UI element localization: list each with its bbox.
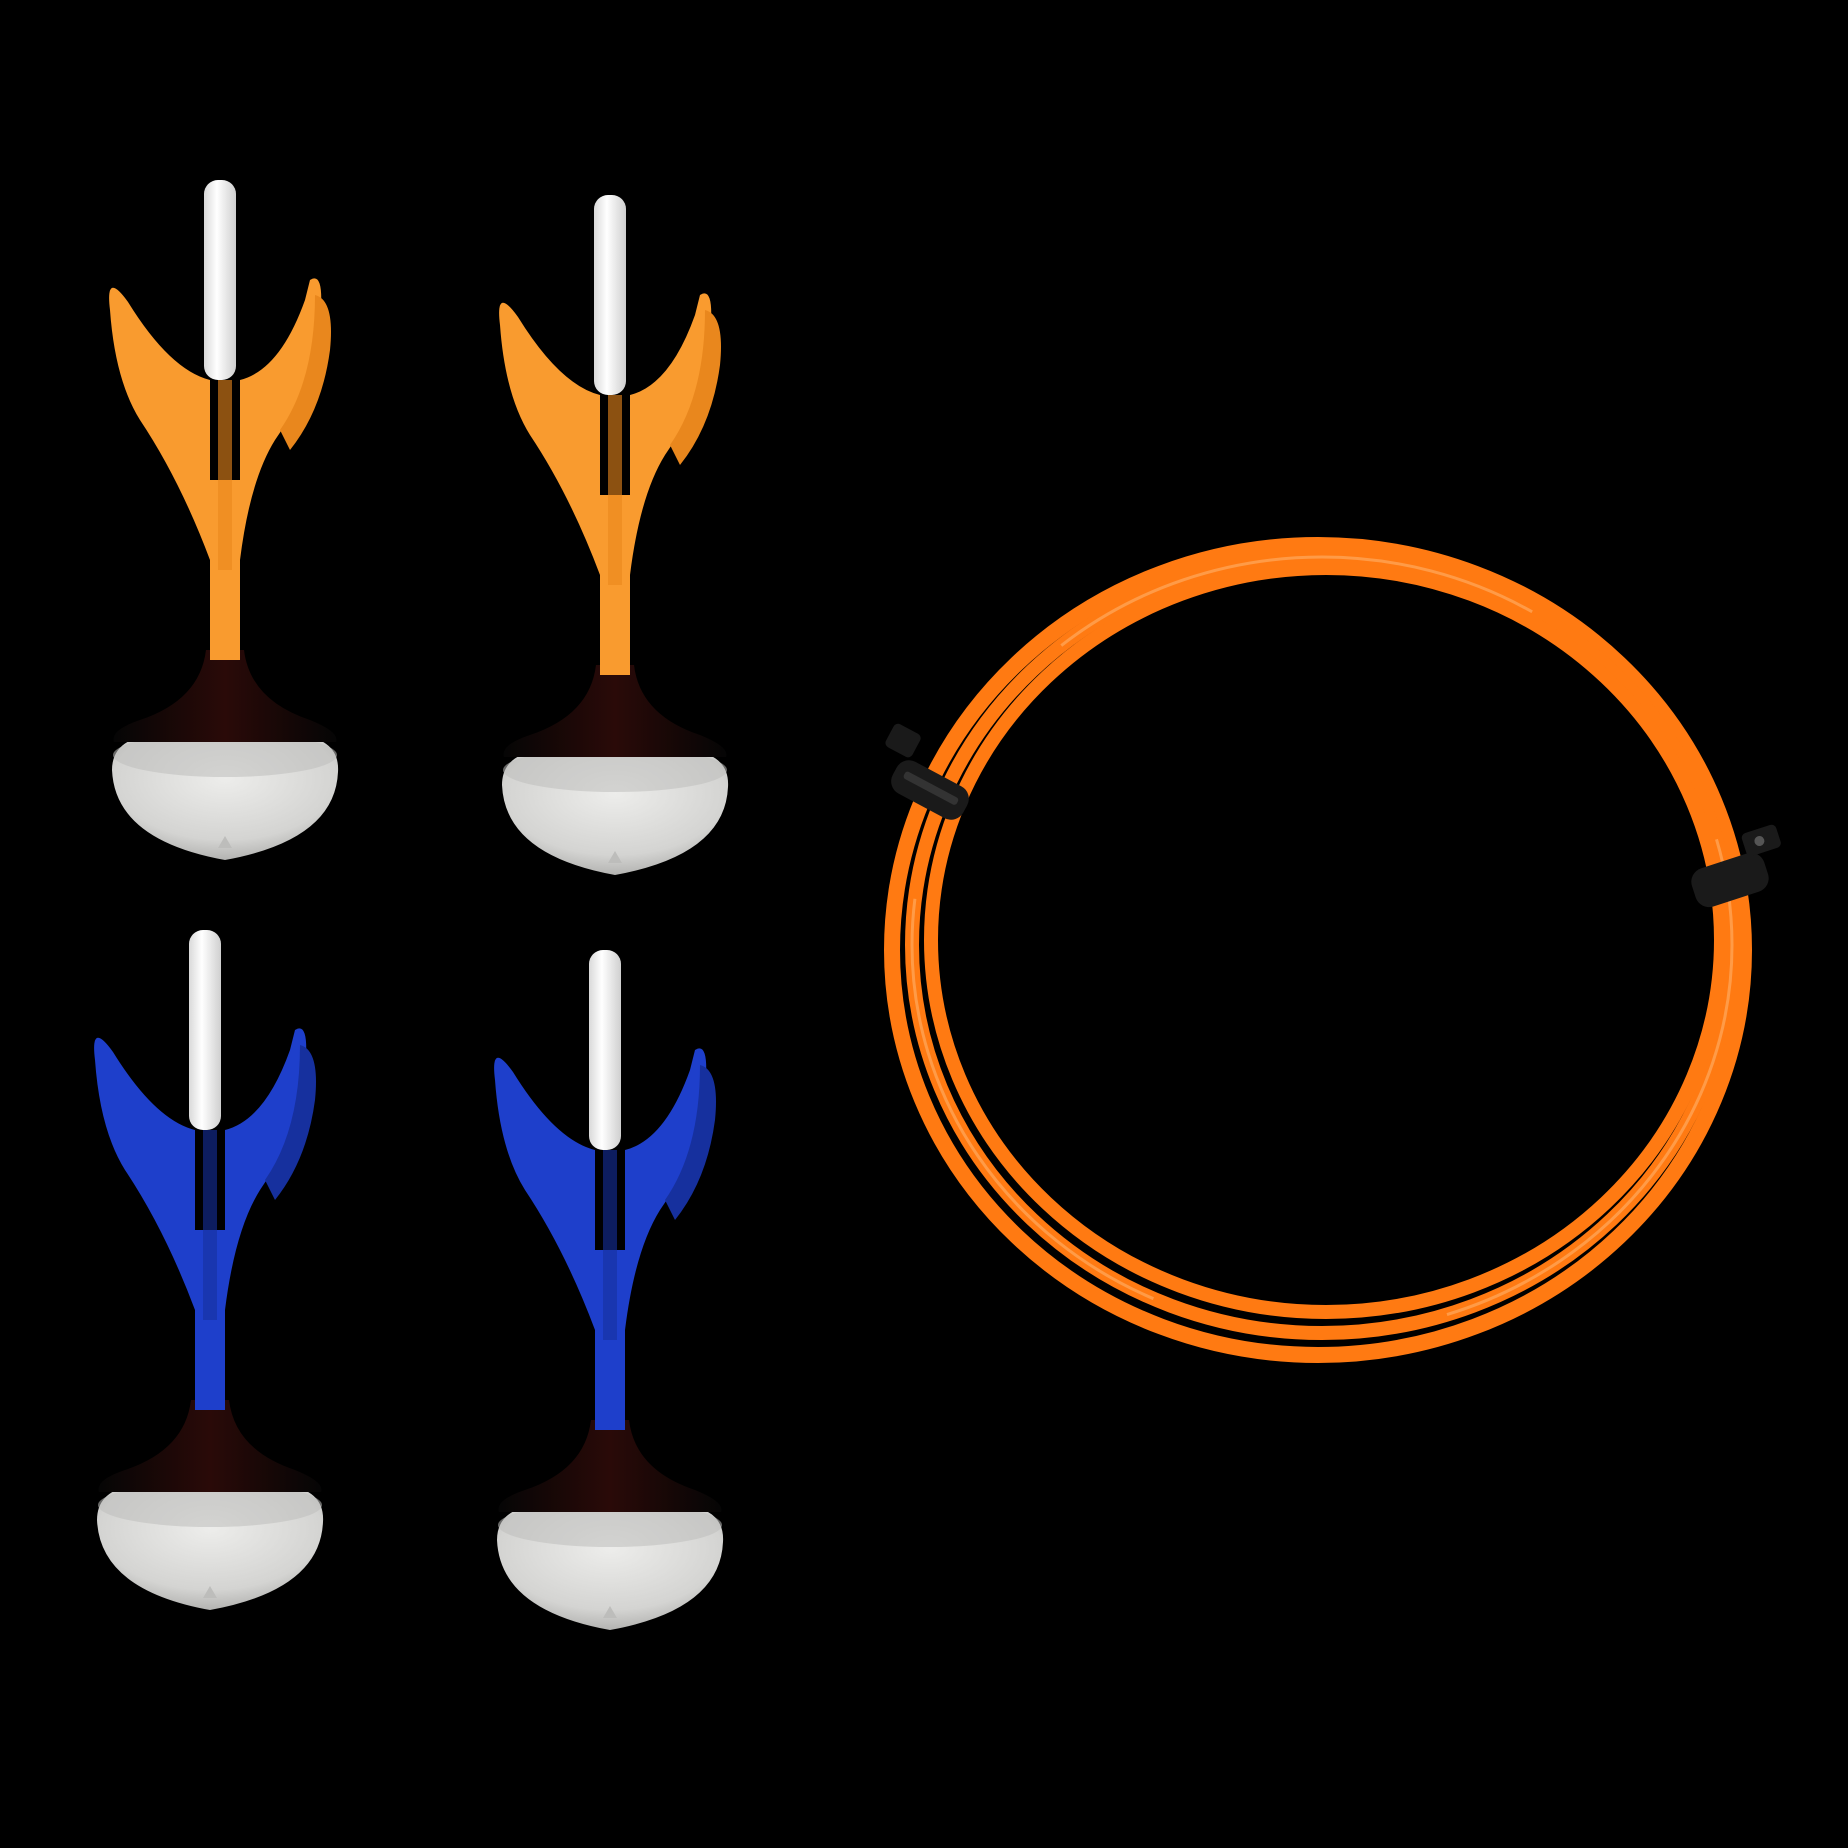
dart-weight-point: [603, 1606, 617, 1618]
darts-group: [94, 180, 729, 1630]
dart-weight-ridge: [98, 1483, 322, 1527]
blue-dart-bottom-left: [94, 930, 324, 1610]
dart-fin-right: [240, 278, 322, 560]
rope-clip-left: [885, 723, 969, 820]
dart-fin-right: [225, 1028, 307, 1310]
coiled-rope: [884, 537, 1781, 1363]
dart-fin-spine: [203, 1130, 217, 1320]
dart-weight-ridge: [113, 733, 337, 777]
rope-loop-outer: [884, 537, 1752, 1363]
dart-fin-back: [670, 310, 721, 465]
dart-fin-back: [280, 295, 331, 450]
dart-fin-left: [94, 1037, 195, 1310]
dart-neck: [98, 1400, 322, 1492]
dart-fin-right: [625, 1048, 707, 1330]
dart-fin-right: [630, 293, 712, 575]
dart-weight-ridge: [498, 1503, 722, 1547]
dart-tip: [189, 930, 221, 1130]
dart-fin-left: [109, 287, 210, 560]
dart-neck: [113, 650, 337, 742]
dart-weight-ridge: [503, 748, 727, 792]
rope-loop-inner: [924, 561, 1728, 1319]
dart-neck: [503, 665, 727, 757]
dart-tip: [204, 180, 236, 380]
dart-weight-point: [608, 851, 622, 863]
dart-fin-spine: [218, 380, 232, 570]
dart-fin-back: [665, 1065, 716, 1220]
dart-fin-spine: [603, 1150, 617, 1340]
dart-fin-spine: [608, 395, 622, 585]
dart-neck: [498, 1420, 722, 1512]
dart-fin-left: [494, 1057, 595, 1330]
dart-tip: [589, 950, 621, 1150]
dart-fin-left: [499, 302, 600, 575]
rope-clip-right: [1691, 824, 1781, 908]
dart-weight-point: [218, 836, 232, 848]
rope-highlight: [910, 555, 1734, 1335]
dart-tip: [594, 195, 626, 395]
dart-weight-point: [203, 1586, 217, 1598]
dart-fin-back: [265, 1045, 316, 1200]
orange-dart-top-right: [499, 195, 729, 875]
blue-dart-bottom-right: [494, 950, 724, 1630]
orange-dart-top-left: [109, 180, 339, 860]
